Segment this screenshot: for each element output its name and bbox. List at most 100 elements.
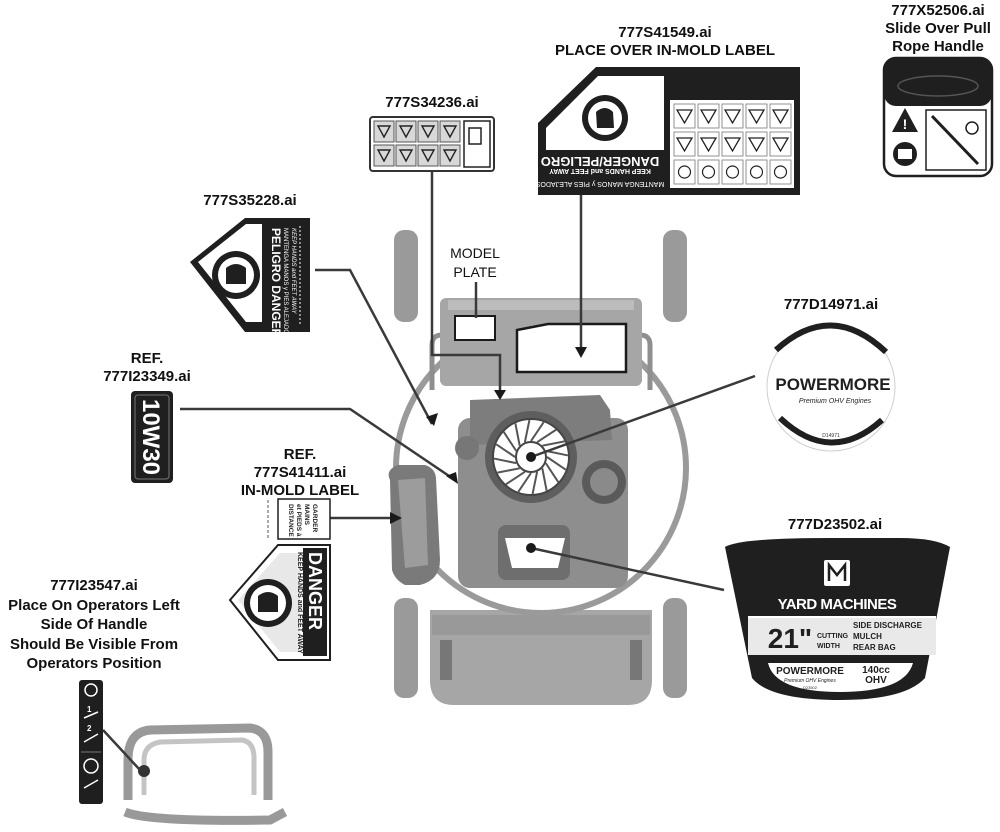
placement-note-23547-1: Place On Operators Left xyxy=(8,596,180,614)
fan-blade xyxy=(514,423,521,446)
cutting-label-1: CUTTING xyxy=(817,633,849,640)
fan-blade xyxy=(541,468,548,491)
leader-23547 xyxy=(102,729,141,771)
label-777i23547: 1 2 xyxy=(79,680,103,804)
label-777s35228: PELIGRO DANGER MANTENGA MANOS y PIES ALE… xyxy=(190,218,310,338)
safety-symbol-cell xyxy=(769,103,792,129)
oil-grade: 10W30 xyxy=(137,399,164,475)
info-symbol-icon xyxy=(749,165,764,179)
engine-tag: Premium OHV Engines xyxy=(784,678,836,684)
leader-23349 xyxy=(180,407,456,482)
warning-symbol-icon xyxy=(699,137,718,153)
symbol-cell xyxy=(373,120,395,143)
info-symbol-icon xyxy=(701,165,716,179)
safety-symbol-cell xyxy=(673,131,696,157)
label-777s35228-sign: PELIGRO DANGER xyxy=(269,228,283,338)
safety-symbol-cell xyxy=(769,131,792,157)
safety-symbol-cell xyxy=(697,103,720,129)
powermore-tag: Premium OHV Engines xyxy=(799,398,872,405)
warning-symbol-icon xyxy=(442,125,458,139)
option-mulch: MULCH xyxy=(853,632,882,641)
leader-lines xyxy=(102,171,756,771)
label-777s41549: DANGER/PELIGRO KEEP HANDS and FEET AWAY … xyxy=(535,67,800,195)
placement-note-23547-3: Should Be Visible From xyxy=(9,635,179,653)
label-777s34236 xyxy=(369,116,495,172)
svg-text:1: 1 xyxy=(87,705,92,714)
safety-symbol-cell xyxy=(697,159,720,185)
safety-symbol-cell xyxy=(769,159,792,185)
front-left-wheel xyxy=(394,598,418,698)
safety-symbol-cell xyxy=(745,131,768,157)
svg-text:!: ! xyxy=(903,116,908,132)
symbol-cell xyxy=(373,144,395,167)
decal-code-23502: D23502 xyxy=(803,685,818,690)
part-number-777i23349: REF. 777I23349.ai xyxy=(103,350,191,385)
safety-symbol-cell xyxy=(697,131,720,157)
info-symbol-icon xyxy=(677,165,692,179)
fan-blade xyxy=(544,462,560,483)
warning-symbol-icon xyxy=(442,149,458,163)
safety-symbol-cell xyxy=(745,103,768,129)
label-777s41411: GARDER MAINS et PIEDS à DISTANCE DANGER … xyxy=(228,498,331,661)
label-777s41549-sub: KEEP HANDS and FEET AWAY xyxy=(549,167,651,174)
warning-symbol-icon xyxy=(376,125,392,139)
fan-blade xyxy=(546,456,567,471)
part-number-777s41411: REF. 777S41411.ai IN-MOLD LABEL xyxy=(226,446,374,500)
warning-symbol-icon xyxy=(398,149,414,163)
fan-blade xyxy=(505,470,526,486)
svg-text:2: 2 xyxy=(87,724,92,733)
label-777s41549-sub2: MANTENGA MANOS y PIES ALEJADOS xyxy=(535,180,664,187)
decal-code: D14971 xyxy=(822,433,840,439)
placement-note-52506-2: Rope Handle xyxy=(892,38,984,55)
handle-label-position xyxy=(138,765,150,777)
powermore-logo: POWERMORE xyxy=(775,375,890,394)
rear-left-wheel xyxy=(394,230,418,322)
part-number-777d23502: 777D23502.ai xyxy=(787,516,883,533)
warning-symbol-icon xyxy=(771,137,790,153)
fan-blade xyxy=(542,440,565,447)
warning-symbol-icon xyxy=(420,125,436,139)
model-plate xyxy=(454,315,496,341)
leader-23502 xyxy=(530,546,725,592)
symbol-cell xyxy=(439,120,461,143)
cutting-width: 21" xyxy=(768,623,812,654)
warning-symbol-icon xyxy=(747,109,766,125)
safety-symbol-cell xyxy=(673,159,696,185)
pull-cord-pulley xyxy=(455,436,479,460)
label-777s35228-sub2: KEEP HANDS and FEET AWAY xyxy=(290,228,296,315)
fan-blade xyxy=(502,431,518,452)
label-777s41549-sign: DANGER/PELIGRO xyxy=(541,154,659,169)
warning-symbol-icon xyxy=(420,149,436,163)
label-777s41411-side2: MAINS xyxy=(303,504,310,526)
in-mold-label-area xyxy=(515,322,628,374)
fan-blade xyxy=(531,471,539,495)
symbol-cell xyxy=(395,144,417,167)
label-777s41411-sub: KEEP HANDS and FEET AWAY xyxy=(296,552,303,654)
part-number-777s34236: 777S34236.ai xyxy=(385,94,479,111)
option-rear-bag: REAR BAG xyxy=(853,643,896,652)
placement-note-23547-2: Side Of Handle xyxy=(40,616,148,633)
symbol-cell xyxy=(417,144,439,167)
fan-blade xyxy=(523,419,531,443)
yard-machines-logo: YARD MACHINES xyxy=(778,596,897,613)
label-777x52506: ! xyxy=(882,56,994,178)
label-777s41411-side1: GARDER xyxy=(311,504,318,532)
warning-symbol-icon xyxy=(723,137,742,153)
fan-blade xyxy=(495,443,516,458)
option-side-discharge: SIDE DISCHARGE xyxy=(853,621,923,630)
fan-blade xyxy=(517,472,532,493)
engine-ohv: OHV xyxy=(865,675,887,686)
leader-35228 xyxy=(315,268,434,425)
label-777s41411-sign: DANGER xyxy=(305,552,325,630)
part-number-777i23547: 777I23547.ai Place On Operators Left Sid… xyxy=(0,576,188,674)
symbol-cell xyxy=(417,120,439,143)
warning-symbol-icon xyxy=(675,137,694,153)
symbol-cell xyxy=(395,120,417,143)
safety-symbol-cell xyxy=(745,159,768,185)
info-symbol-icon xyxy=(725,165,740,179)
warning-symbol-icon xyxy=(747,137,766,153)
model-plate-caption: MODEL PLATE xyxy=(450,245,500,280)
engine-cc: 140cc xyxy=(862,665,890,676)
placement-note-23547-4: Operators Position xyxy=(26,655,162,672)
